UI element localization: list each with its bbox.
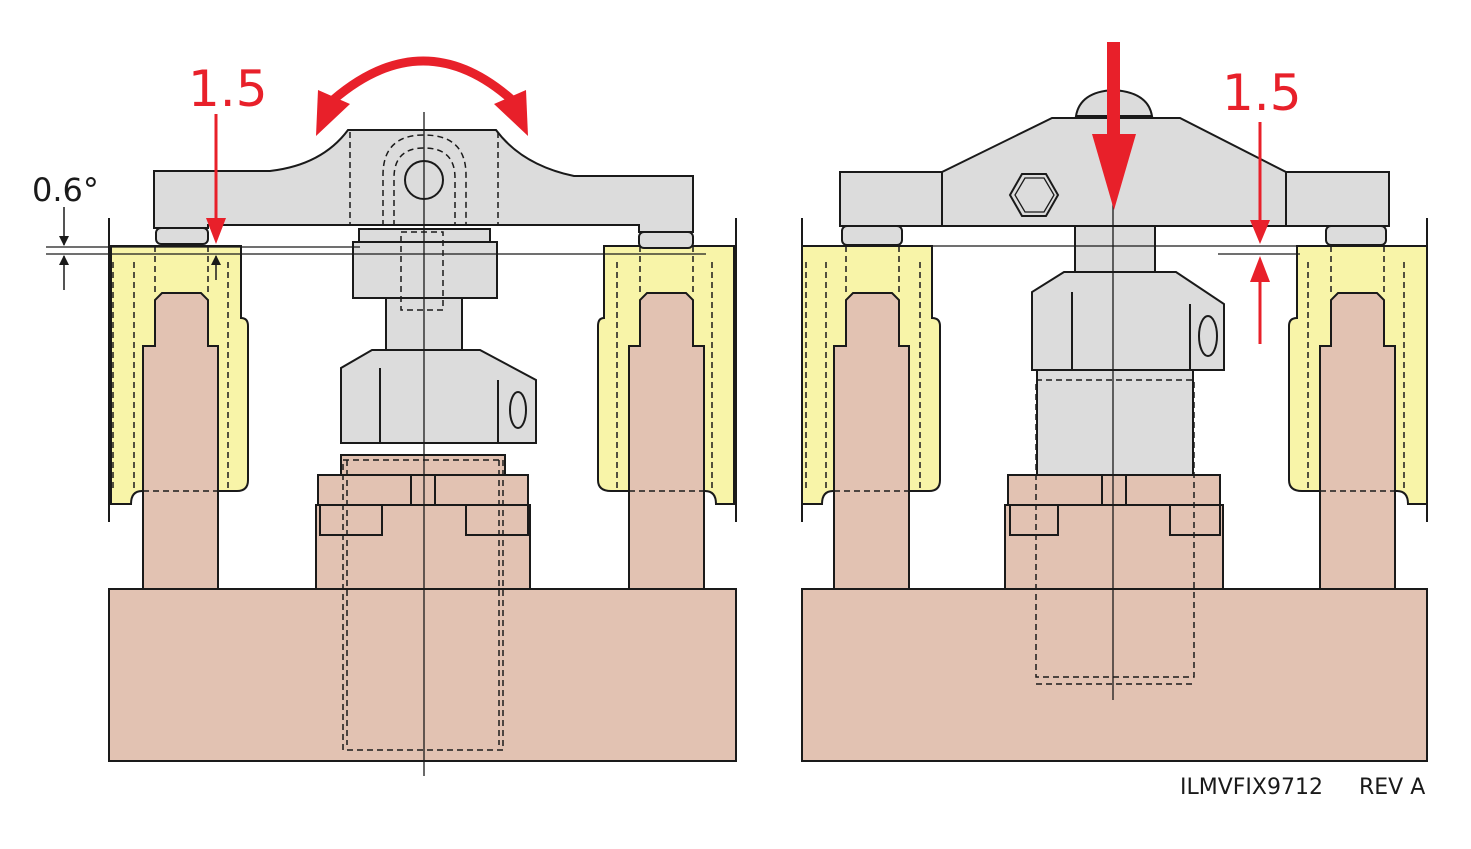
left-angle-label: 0.6° [32,171,99,209]
left-rotation-arrow [316,56,528,136]
left-view [46,112,737,776]
right-post-right [1319,292,1396,590]
right-base-block [801,588,1428,762]
right-cylinder [1036,369,1194,476]
left-cylinder-collar [340,454,506,476]
right-offset-label: 1.5 [1222,64,1302,122]
right-offset-arrows [1250,122,1270,344]
right-post-left [833,292,910,590]
right-hex-nut [1031,271,1225,371]
left-post-left [142,292,219,590]
drawing-number: ILMVFIX9712 [1180,775,1323,800]
left-offset-label: 1.5 [188,60,268,118]
right-force-arrow [1092,42,1136,210]
left-base-block [108,588,737,762]
left-hex-nut [340,349,537,444]
left-offset-arrow [206,114,226,244]
left-post-right [628,292,705,590]
revision-label: REV A [1359,775,1426,800]
right-stem [1074,221,1156,273]
